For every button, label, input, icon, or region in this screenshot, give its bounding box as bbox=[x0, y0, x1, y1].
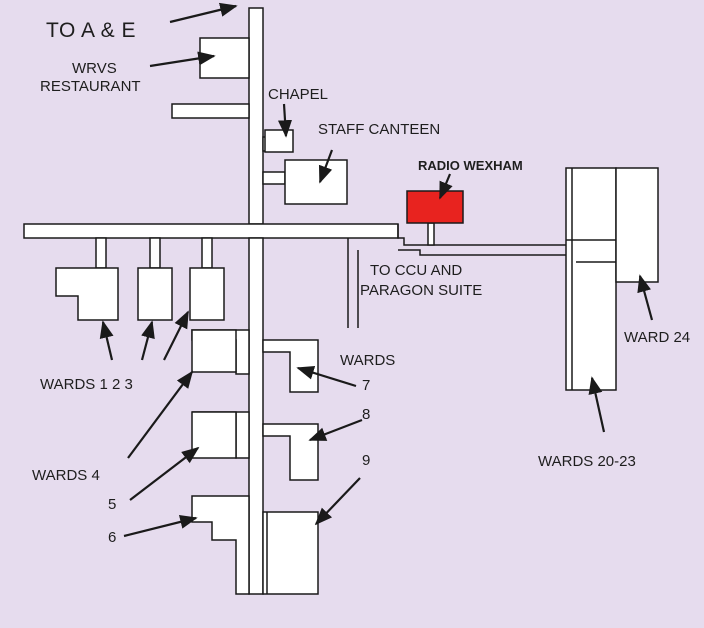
arrow-ward-2 bbox=[140, 320, 155, 361]
ward-6-building bbox=[191, 495, 250, 595]
pointer-arrows bbox=[99, 2, 654, 538]
arrow-restaurant bbox=[149, 51, 216, 68]
arrow-canteen bbox=[318, 149, 334, 184]
radio-wexham-building bbox=[406, 190, 464, 224]
ward-9-label: 9 bbox=[362, 452, 371, 469]
connector-ward-1 bbox=[95, 237, 107, 269]
chapel-label: CHAPEL bbox=[268, 86, 329, 103]
wards-right-label: WARDS bbox=[340, 352, 396, 369]
staff-canteen-label: STAFF CANTEEN bbox=[318, 121, 441, 138]
wards-20-23-building bbox=[565, 167, 617, 391]
radio-connector bbox=[427, 222, 435, 246]
arrow-ward-5 bbox=[129, 446, 200, 501]
side-corridor bbox=[171, 103, 250, 119]
ward-7-building bbox=[262, 339, 319, 393]
arrow-ward-6 bbox=[123, 515, 198, 538]
ward-8-building bbox=[262, 423, 319, 481]
ward-2-building bbox=[137, 267, 173, 321]
arrow-wards-20-23 bbox=[588, 376, 606, 433]
connector-ward-3 bbox=[201, 237, 213, 269]
buildings bbox=[55, 37, 659, 595]
canteen-connector bbox=[262, 171, 286, 185]
ward-5-building bbox=[191, 411, 237, 459]
arrow-ward-24 bbox=[637, 274, 654, 321]
ward-9-building bbox=[262, 511, 319, 595]
paragon-suite-label: PARAGON SUITE bbox=[360, 282, 483, 299]
to-ae-label: TO A & E bbox=[46, 19, 136, 42]
arrow-ward-3 bbox=[163, 310, 189, 361]
ward-24-label: WARD 24 bbox=[624, 329, 691, 346]
arrow-ward-9 bbox=[314, 477, 361, 526]
arrow-radio bbox=[438, 173, 453, 200]
wrvs-label: WRVS bbox=[72, 60, 117, 77]
arrow-ward-7 bbox=[296, 365, 357, 388]
restaurant-label: RESTAURANT bbox=[40, 78, 141, 95]
to-ccu-label: TO CCU AND bbox=[370, 262, 463, 279]
ward-1-building bbox=[55, 267, 119, 321]
ward-7-label: 7 bbox=[362, 377, 371, 394]
staff-canteen-building bbox=[284, 159, 348, 205]
ward-24-building bbox=[615, 167, 659, 283]
wards-20-23-label: WARDS 20-23 bbox=[538, 453, 636, 470]
arrow-to-ae bbox=[169, 2, 238, 24]
wards-1-2-3-label: WARDS 1 2 3 bbox=[40, 376, 133, 393]
arrow-ward-1 bbox=[99, 320, 114, 361]
arrow-chapel bbox=[277, 103, 293, 138]
ward-8-label: 8 bbox=[362, 406, 371, 423]
chapel-building bbox=[264, 129, 294, 153]
radio-wexham-label: RADIO WEXHAM bbox=[418, 158, 523, 173]
south-corridor bbox=[248, 237, 264, 595]
ward-4-building bbox=[191, 329, 237, 373]
north-corridor bbox=[248, 7, 264, 225]
ward-6-label: 6 bbox=[108, 529, 117, 546]
connector-ward-2 bbox=[149, 237, 161, 269]
arrow-ward-4 bbox=[127, 370, 194, 459]
arrow-ward-8 bbox=[308, 418, 363, 442]
wards-4-label: WARDS 4 bbox=[32, 467, 100, 484]
ward-5-label: 5 bbox=[108, 496, 117, 513]
ward-3-building bbox=[189, 267, 225, 321]
main-horizontal-corridor bbox=[23, 223, 399, 239]
